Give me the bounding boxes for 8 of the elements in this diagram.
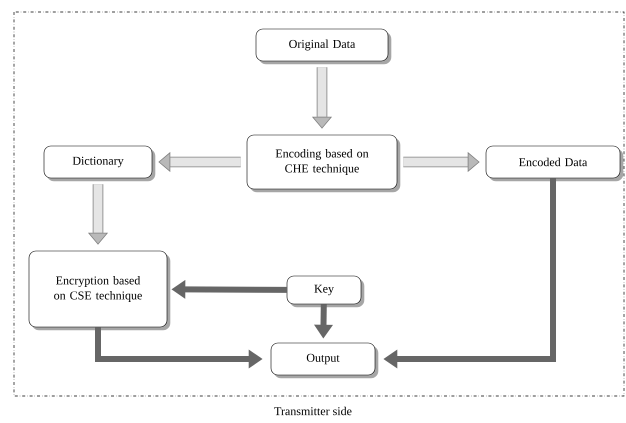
caption: Transmitter side [274,406,352,416]
process-box: Dictionary [44,146,156,182]
process-box: Key [286,276,364,308]
process-box: Output [270,342,378,378]
process-box: Encryption based on CSE technique [28,250,170,330]
process-box: Encoded Data [486,146,624,182]
process-box: Encoding based on CHE technique [246,134,400,192]
process-box: Original Data [256,28,392,64]
